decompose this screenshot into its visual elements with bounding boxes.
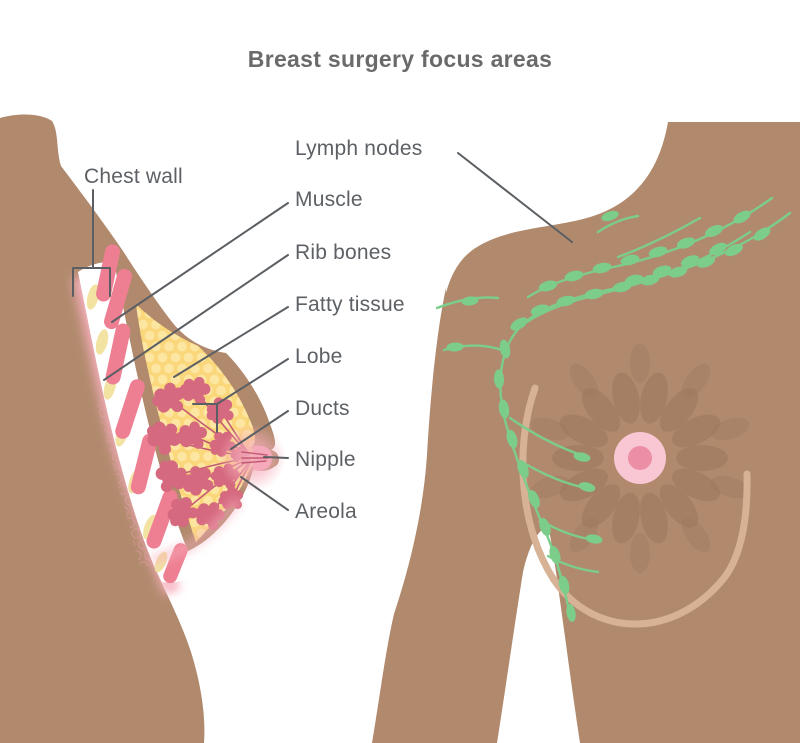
lobe-bracket bbox=[192, 403, 218, 433]
label-chest-wall: Chest wall bbox=[84, 165, 183, 188]
breast-crease bbox=[519, 384, 751, 628]
leader-lymph-nodes bbox=[457, 152, 573, 243]
label-muscle: Muscle bbox=[295, 188, 363, 211]
leader-ducts bbox=[230, 410, 289, 450]
leader-muscle bbox=[111, 202, 289, 323]
breast-lobe-shadow bbox=[530, 343, 750, 573]
label-nipple: Nipple bbox=[295, 448, 356, 471]
page-title: Breast surgery focus areas bbox=[247, 46, 553, 72]
chest-wall-bracket bbox=[72, 267, 111, 297]
label-lobe: Lobe bbox=[295, 345, 343, 368]
label-fatty-tissue: Fatty tissue bbox=[295, 293, 405, 316]
leader-areola bbox=[240, 476, 289, 511]
right-nipple bbox=[628, 446, 652, 470]
label-ducts: Ducts bbox=[295, 397, 350, 420]
lymph-nodes-group bbox=[446, 210, 771, 622]
right-figure-front-view bbox=[372, 122, 800, 743]
leader-rib-bones bbox=[103, 254, 289, 381]
left-figure-cross-section bbox=[0, 114, 286, 743]
leader-lobe bbox=[216, 358, 289, 405]
under-breast-glow bbox=[150, 497, 243, 565]
leader-fatty-tissue bbox=[173, 306, 289, 378]
nipple-ducts bbox=[241, 451, 269, 464]
label-areola: Areola bbox=[295, 500, 357, 523]
label-lymph-nodes: Lymph nodes bbox=[295, 137, 423, 160]
right-torso-silhouette bbox=[430, 122, 800, 743]
right-arm-silhouette bbox=[372, 288, 546, 743]
leader-nipple bbox=[263, 456, 289, 459]
leader-lines bbox=[72, 152, 573, 511]
label-rib-bones: Rib bones bbox=[295, 241, 392, 264]
